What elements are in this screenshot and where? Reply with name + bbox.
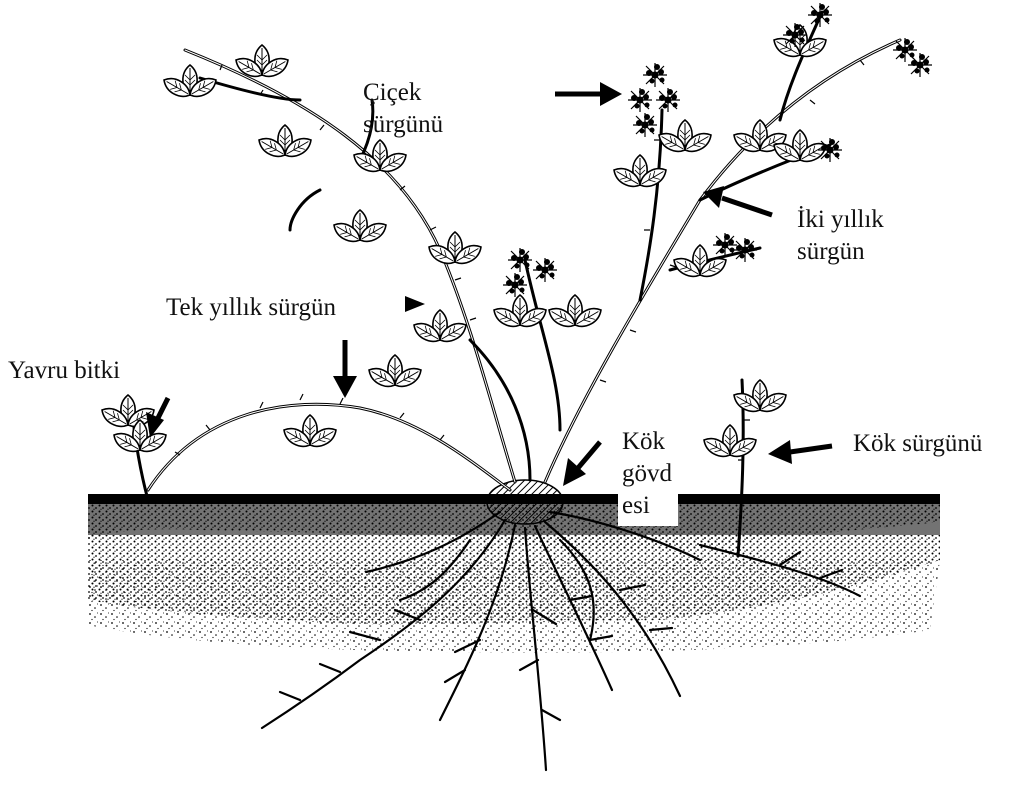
- crown-label-line1: Kök: [622, 426, 672, 458]
- root-sucker-label: Kök sürgünü: [853, 428, 982, 460]
- one-year-shoot-label: Tek yıllık sürgün: [166, 292, 336, 324]
- two-year-shoot-label: İki yıllık sürgün: [797, 204, 884, 268]
- flower-shoot-label-line1: Çiçek: [363, 77, 443, 109]
- two-year-shoot-label-line1: İki yıllık: [797, 204, 884, 236]
- flower-shoot-label: Çiçek sürgünü: [363, 77, 443, 141]
- crown-label-line3: esi: [622, 490, 672, 522]
- tip-plant-label: Yavru bitki: [8, 355, 120, 387]
- flower-shoot-label-line2: sürgünü: [363, 109, 443, 141]
- two-year-shoot-label-line2: sürgün: [797, 236, 884, 268]
- crown-label: Kök gövd esi: [618, 426, 678, 526]
- crown: [487, 480, 563, 524]
- crown-label-line2: gövd: [622, 458, 672, 490]
